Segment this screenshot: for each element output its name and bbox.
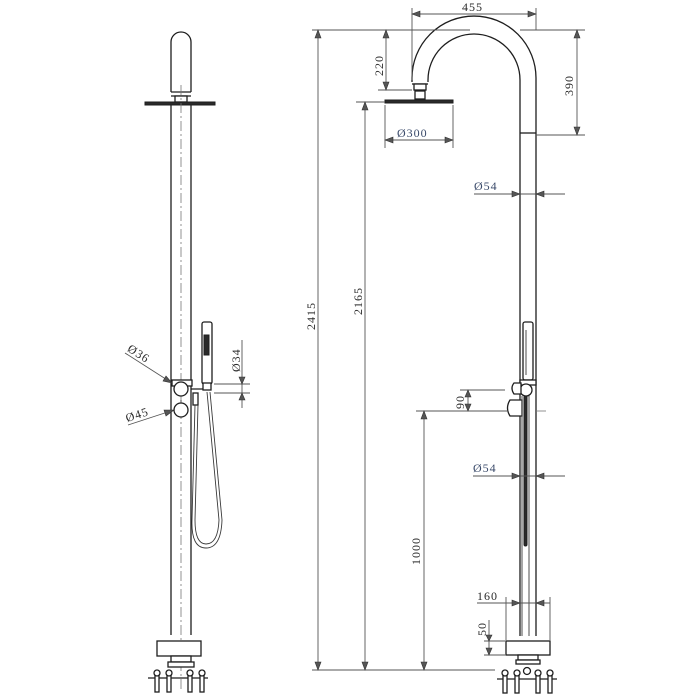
diverter-knob bbox=[173, 381, 189, 397]
dim-column-dia-lower: Ø54 bbox=[473, 461, 497, 475]
dim-column-dia-upper: Ø54 bbox=[474, 179, 498, 193]
dim-base-width: 160 bbox=[477, 589, 498, 603]
gooseneck-arm-outer bbox=[411, 15, 537, 130]
dim-head-height: 2165 bbox=[351, 287, 365, 315]
column-top-cap bbox=[170, 31, 192, 92]
dim-base-height: 50 bbox=[475, 622, 489, 636]
dim-arm-height: 390 bbox=[562, 75, 576, 96]
hose-side bbox=[191, 391, 223, 549]
mixer-knob-front bbox=[506, 399, 523, 417]
mixer-knob bbox=[173, 402, 189, 418]
anchor-bolts-front bbox=[501, 666, 554, 694]
dim-head-drop: 220 bbox=[372, 55, 386, 76]
dim-total-height: 2415 bbox=[304, 302, 318, 330]
dim-mixer-height: 1000 bbox=[409, 537, 423, 565]
front-view: 455 390 220 Ø300 Ø54 Ø54 bbox=[304, 0, 585, 694]
hose-front bbox=[523, 395, 528, 547]
rain-head-front bbox=[384, 99, 454, 104]
anchor-bolts-side bbox=[153, 669, 206, 693]
gooseneck-arm-inner bbox=[427, 33, 521, 130]
dim-knob-spacing: 90 bbox=[453, 395, 467, 409]
diverter-knob-front bbox=[519, 383, 533, 397]
side-view: Ø36 Ø45 Ø34 bbox=[124, 31, 250, 693]
hand-shower-front bbox=[522, 321, 534, 381]
dim-head-diameter: Ø300 bbox=[397, 126, 428, 140]
hand-shower-holder bbox=[202, 382, 212, 391]
dim-side-mixer: Ø45 bbox=[124, 404, 151, 425]
base-plinth-side bbox=[156, 640, 202, 657]
base-plinth-front bbox=[505, 640, 551, 656]
dim-arm-reach: 455 bbox=[462, 0, 483, 14]
rain-head-side bbox=[144, 101, 216, 106]
dim-side-handshower: Ø34 bbox=[229, 348, 243, 372]
